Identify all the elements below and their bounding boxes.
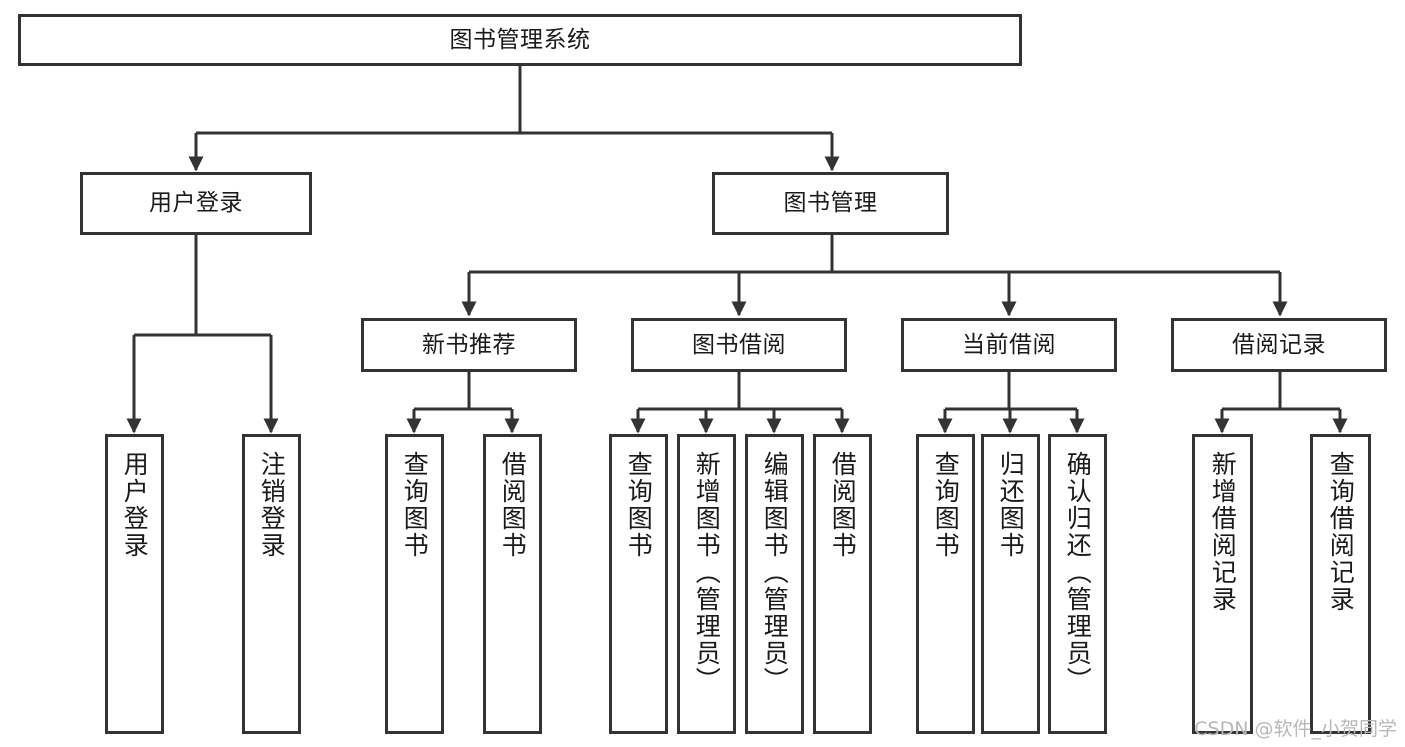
node-label: 编辑图书（管理员） (760, 451, 790, 694)
node-current-borrow[interactable]: 当前借阅 (901, 318, 1117, 372)
leaf-current-return-book[interactable]: 归还图书 (981, 434, 1040, 734)
node-label: 图书管理系统 (449, 26, 591, 53)
leaf-borrow-edit-book[interactable]: 编辑图书（管理员） (745, 434, 804, 734)
leaf-user-login[interactable]: 用户登录 (105, 434, 164, 734)
node-label: 注销登录 (257, 451, 287, 559)
node-label: 当前借阅 (962, 331, 1056, 358)
node-label: 借阅记录 (1232, 331, 1326, 358)
node-label: 查询图书 (624, 451, 654, 559)
node-label: 借阅图书 (828, 451, 858, 559)
node-root-system[interactable]: 图书管理系统 (18, 14, 1022, 66)
node-label: 图书借阅 (692, 331, 786, 358)
leaf-borrow-query-book[interactable]: 查询图书 (609, 434, 668, 734)
node-label: 查询图书 (931, 451, 961, 559)
node-label: 借阅图书 (498, 451, 528, 559)
node-label: 用户登录 (120, 451, 150, 559)
node-label: 查询图书 (400, 451, 430, 559)
node-borrow-record[interactable]: 借阅记录 (1171, 318, 1387, 372)
watermark: CSDN @软件_小贺同学 (1194, 718, 1397, 740)
leaf-newbook-borrow-book[interactable]: 借阅图书 (483, 434, 542, 734)
leaf-record-query-record[interactable]: 查询借阅记录 (1310, 434, 1371, 734)
node-label: 新增借阅记录 (1208, 451, 1238, 613)
leaf-current-query-book[interactable]: 查询图书 (916, 434, 975, 734)
node-label: 新增图书（管理员） (692, 451, 722, 694)
node-label: 查询借阅记录 (1326, 451, 1356, 613)
node-label: 确认归还（管理员） (1063, 451, 1093, 694)
leaf-borrow-add-book[interactable]: 新增图书（管理员） (677, 434, 736, 734)
node-book-management[interactable]: 图书管理 (712, 172, 949, 235)
leaf-user-logout[interactable]: 注销登录 (242, 434, 301, 734)
leaf-borrow-borrow-book[interactable]: 借阅图书 (813, 434, 872, 734)
node-label: 归还图书 (996, 451, 1026, 559)
node-user-login[interactable]: 用户登录 (80, 172, 312, 235)
node-new-book-recommend[interactable]: 新书推荐 (361, 318, 577, 372)
leaf-record-add-record[interactable]: 新增借阅记录 (1192, 434, 1253, 734)
node-label: 用户登录 (149, 190, 243, 217)
node-label: 新书推荐 (422, 331, 516, 358)
leaf-newbook-query-book[interactable]: 查询图书 (385, 434, 444, 734)
node-label: 图书管理 (783, 190, 878, 217)
node-book-borrow[interactable]: 图书借阅 (631, 318, 847, 372)
leaf-current-confirm-return[interactable]: 确认归还（管理员） (1048, 434, 1107, 734)
